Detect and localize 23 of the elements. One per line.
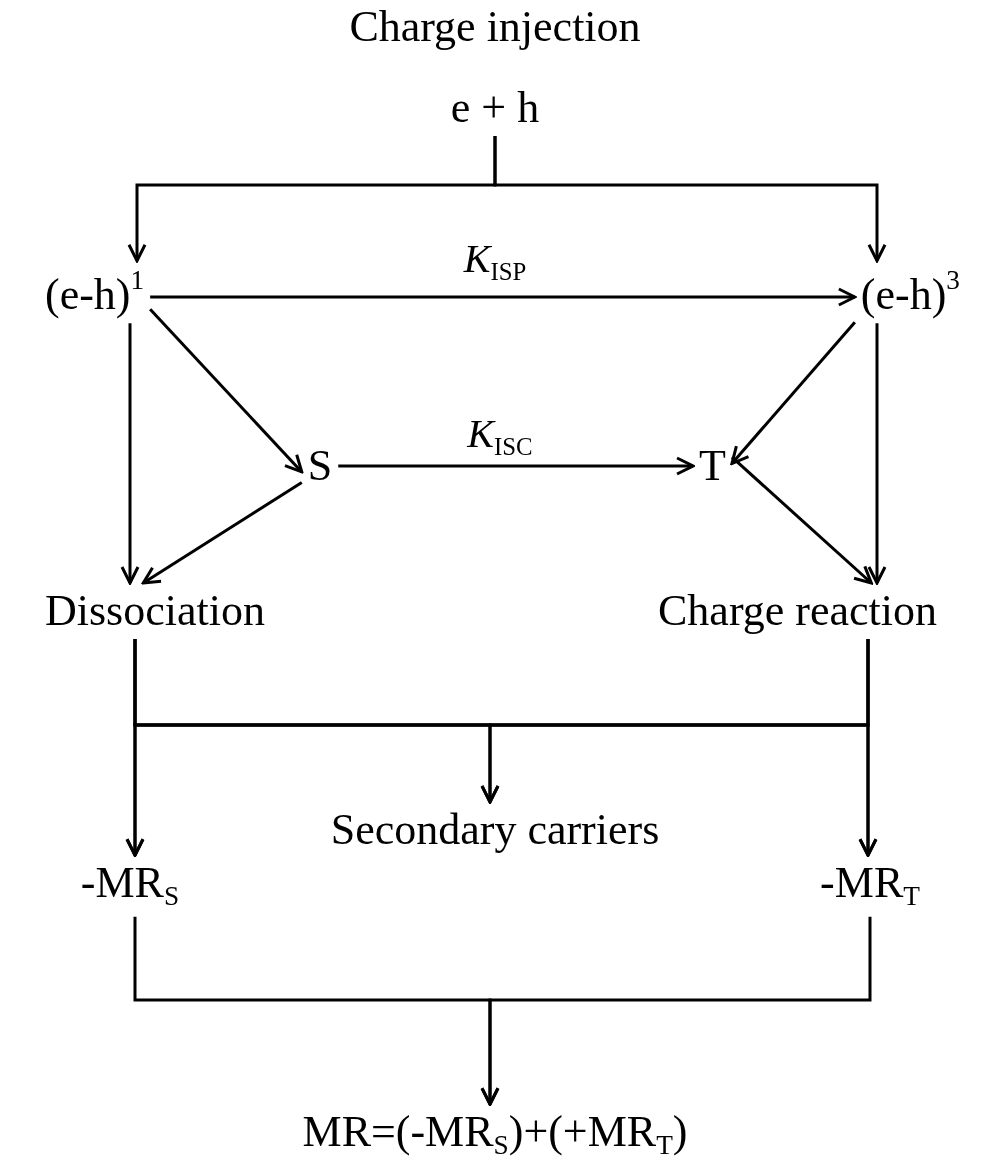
node-sublabel: e + h [450, 86, 540, 130]
arrow [149, 308, 304, 474]
node-label: (e-h)$^{3}$ [860, 266, 960, 318]
node-label: MR=(-MR$_{S}$)+(+MR$_{T}$) [302, 1110, 688, 1160]
arrow [730, 321, 856, 465]
node-label: -MR$_{T}$ [820, 861, 920, 911]
node-label: (e-h)$^{1}$ [45, 266, 145, 318]
node-label: Charge reaction [658, 589, 937, 633]
arrow [338, 456, 695, 476]
arrow [120, 323, 140, 585]
node-label: Charge injection [349, 5, 641, 49]
arrow [867, 323, 887, 585]
arrow [480, 916, 872, 1106]
arrow [858, 639, 878, 857]
arrow [730, 456, 873, 585]
arrow [150, 287, 857, 307]
node-label: T [699, 444, 726, 488]
node-label: -MR$_{S}$ [80, 861, 180, 911]
node-label: Secondary carriers [330, 808, 660, 852]
arrow [141, 481, 303, 585]
arrow [493, 136, 887, 263]
node-label: S [307, 444, 333, 488]
node-label: Dissociation [45, 589, 265, 633]
